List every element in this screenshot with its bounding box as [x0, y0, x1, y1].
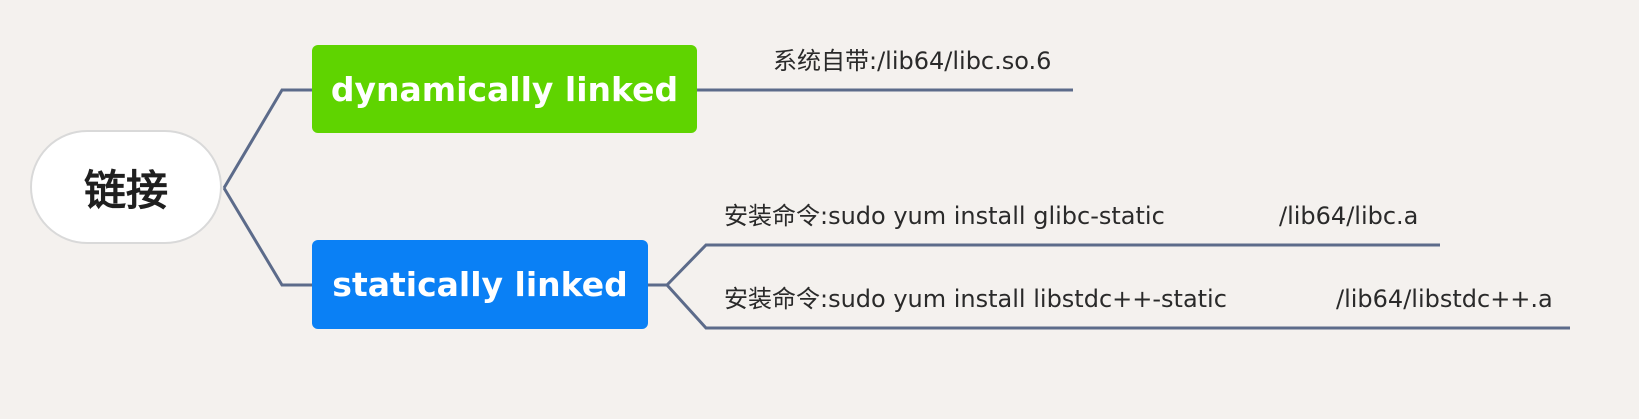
leaf-dynamic-libc-so: 系统自带:/lib64/libc.so.6 [773, 47, 1052, 75]
leaf-libstdc-a-path: /lib64/libstdc++.a [1336, 285, 1553, 313]
branch-dynamically-linked[interactable]: dynamically linked [312, 45, 697, 133]
leaf-glibc-static-command: 安装命令:sudo yum install glibc-static [724, 202, 1165, 230]
leaf-libstdc-static-command: 安装命令:sudo yum install libstdc++-static [724, 285, 1227, 313]
leaf-libc-a-path: /lib64/libc.a [1279, 202, 1419, 230]
connector-root-static [222, 187, 312, 287]
connector-root-dynamic [222, 88, 312, 189]
root-node[interactable]: 链接 [30, 130, 222, 244]
connector-static-glibc [665, 243, 1440, 287]
connector-static-libstdc [665, 283, 1570, 330]
branch-statically-linked[interactable]: statically linked [312, 240, 648, 329]
